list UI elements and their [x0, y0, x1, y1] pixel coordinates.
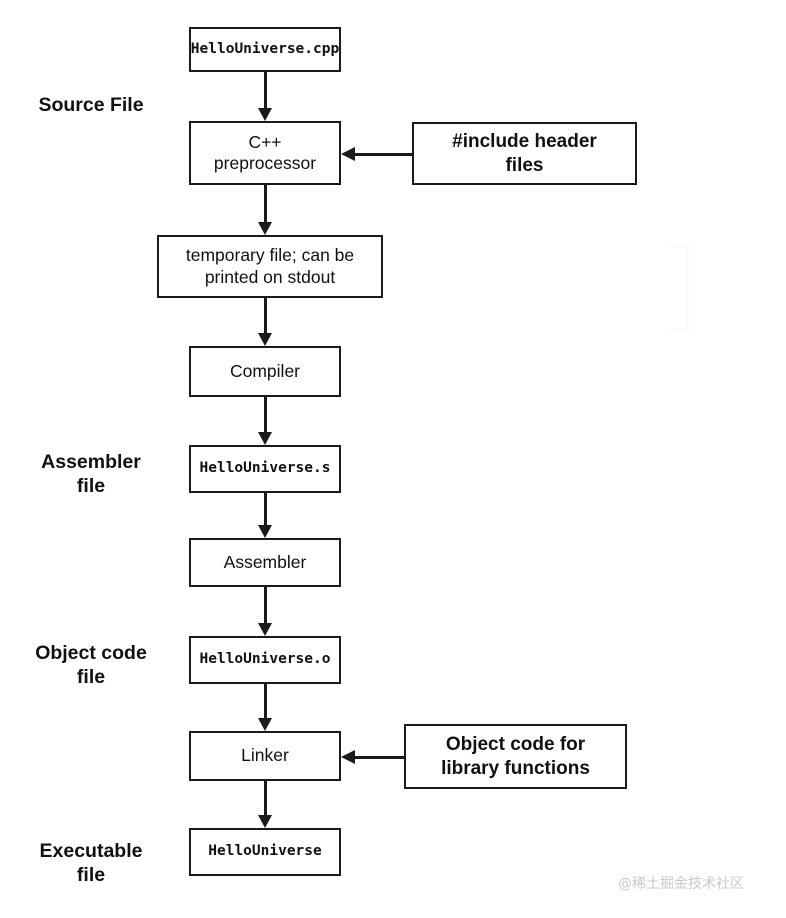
arrow-head	[257, 623, 272, 636]
stage-label-executable-file: Executable file	[39, 840, 143, 887]
node-temporary-file[interactable]: temporary file; can be printed on stdout	[157, 235, 383, 298]
node-hellouniverse-cpp[interactable]: HelloUniverse.cpp	[189, 27, 341, 72]
arrow-shaft	[263, 587, 267, 623]
watermark-text: @稀土掘金技术社区	[618, 876, 744, 892]
arrow-head	[257, 432, 272, 445]
arrow-head	[257, 525, 272, 538]
arrow-shaft	[263, 397, 267, 432]
arrow-shaft	[263, 298, 267, 333]
arrow-shaft	[263, 781, 267, 815]
node-hellouniverse-s[interactable]: HelloUniverse.s	[189, 445, 341, 493]
arrow-shaft	[263, 493, 267, 525]
arrow-head	[341, 749, 355, 764]
arrow-shaft	[263, 684, 267, 718]
stage-label-source-file: Source File	[38, 94, 144, 116]
node-linker[interactable]: Linker	[189, 731, 341, 781]
arrow-head	[257, 718, 272, 731]
node-hellouniverse[interactable]: HelloUniverse	[189, 828, 341, 876]
arrow-head	[257, 108, 272, 121]
node-assembler[interactable]: Assembler	[189, 538, 341, 587]
node-include-header-files[interactable]: #include header files	[412, 122, 637, 185]
node-cpp-preprocessor[interactable]: C++ preprocessor	[189, 121, 341, 185]
arrow-shaft	[354, 152, 412, 156]
background-watermark-shape	[668, 245, 689, 331]
arrow-shaft	[263, 185, 267, 222]
arrow-head	[341, 146, 355, 161]
node-object-code-library[interactable]: Object code for library functions	[404, 724, 627, 789]
arrow-head	[257, 222, 272, 235]
stage-label-object-code-file: Object code file	[35, 642, 147, 689]
arrow-shaft	[354, 755, 404, 759]
arrow-head	[257, 815, 272, 828]
node-hellouniverse-o[interactable]: HelloUniverse.o	[189, 636, 341, 684]
node-compiler[interactable]: Compiler	[189, 346, 341, 397]
stage-label-assembler-file: Assembler file	[41, 451, 141, 498]
arrow-shaft	[263, 72, 267, 108]
arrow-head	[257, 333, 272, 346]
